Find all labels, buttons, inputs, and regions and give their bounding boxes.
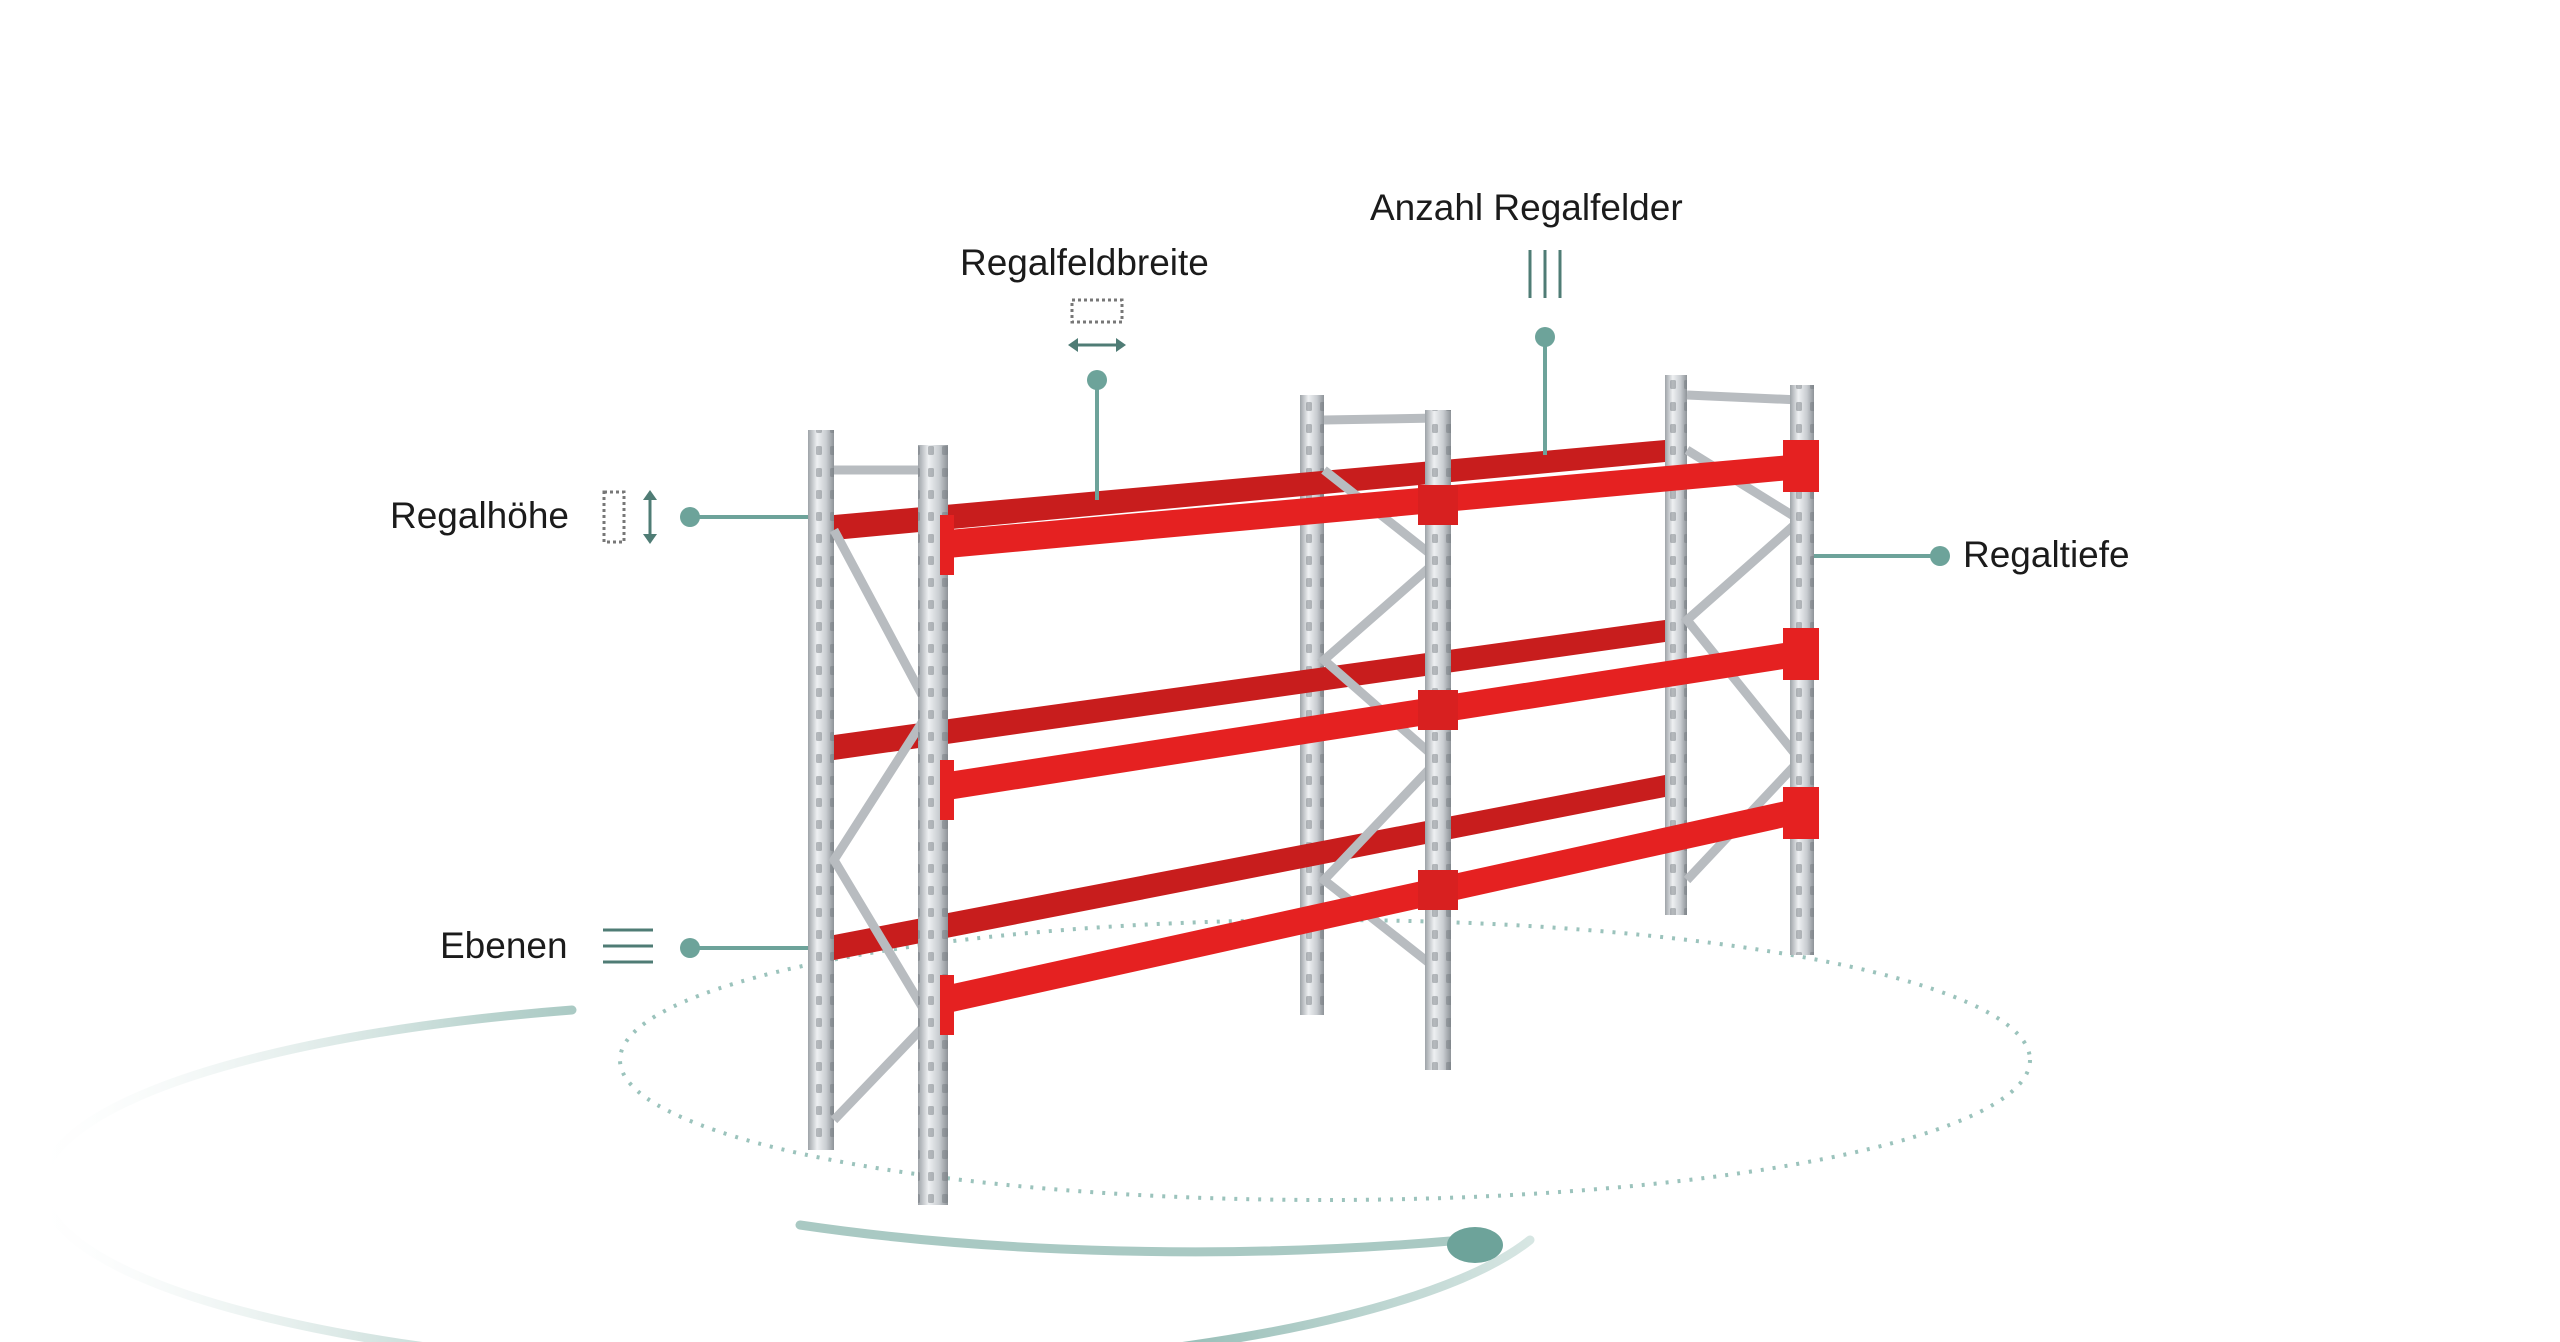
height-arrow-icon[interactable] <box>602 490 657 544</box>
rotate-handle-icon[interactable] <box>1447 1227 1503 1263</box>
front-frame-uprights <box>918 385 1814 1205</box>
rack-depth-label[interactable]: Regaltiefe <box>1963 534 2130 575</box>
levels-icon[interactable] <box>603 928 653 964</box>
levels-label[interactable]: Ebenen <box>440 925 568 966</box>
front-beams <box>940 440 1819 1035</box>
rack-height-label[interactable]: Regalhöhe <box>390 495 569 536</box>
bay-width-label[interactable]: Regalfeldbreite <box>960 242 1209 283</box>
back-beams <box>834 440 1665 960</box>
bays-icon[interactable] <box>1528 250 1562 298</box>
width-arrow-icon[interactable] <box>1068 298 1126 352</box>
bay-count-label[interactable]: Anzahl Regalfelder <box>1370 187 1683 228</box>
floor-ring-arc-left <box>795 1220 1455 1257</box>
floor-ring-arc <box>38 1005 1535 1342</box>
callout-lines <box>680 327 1950 958</box>
